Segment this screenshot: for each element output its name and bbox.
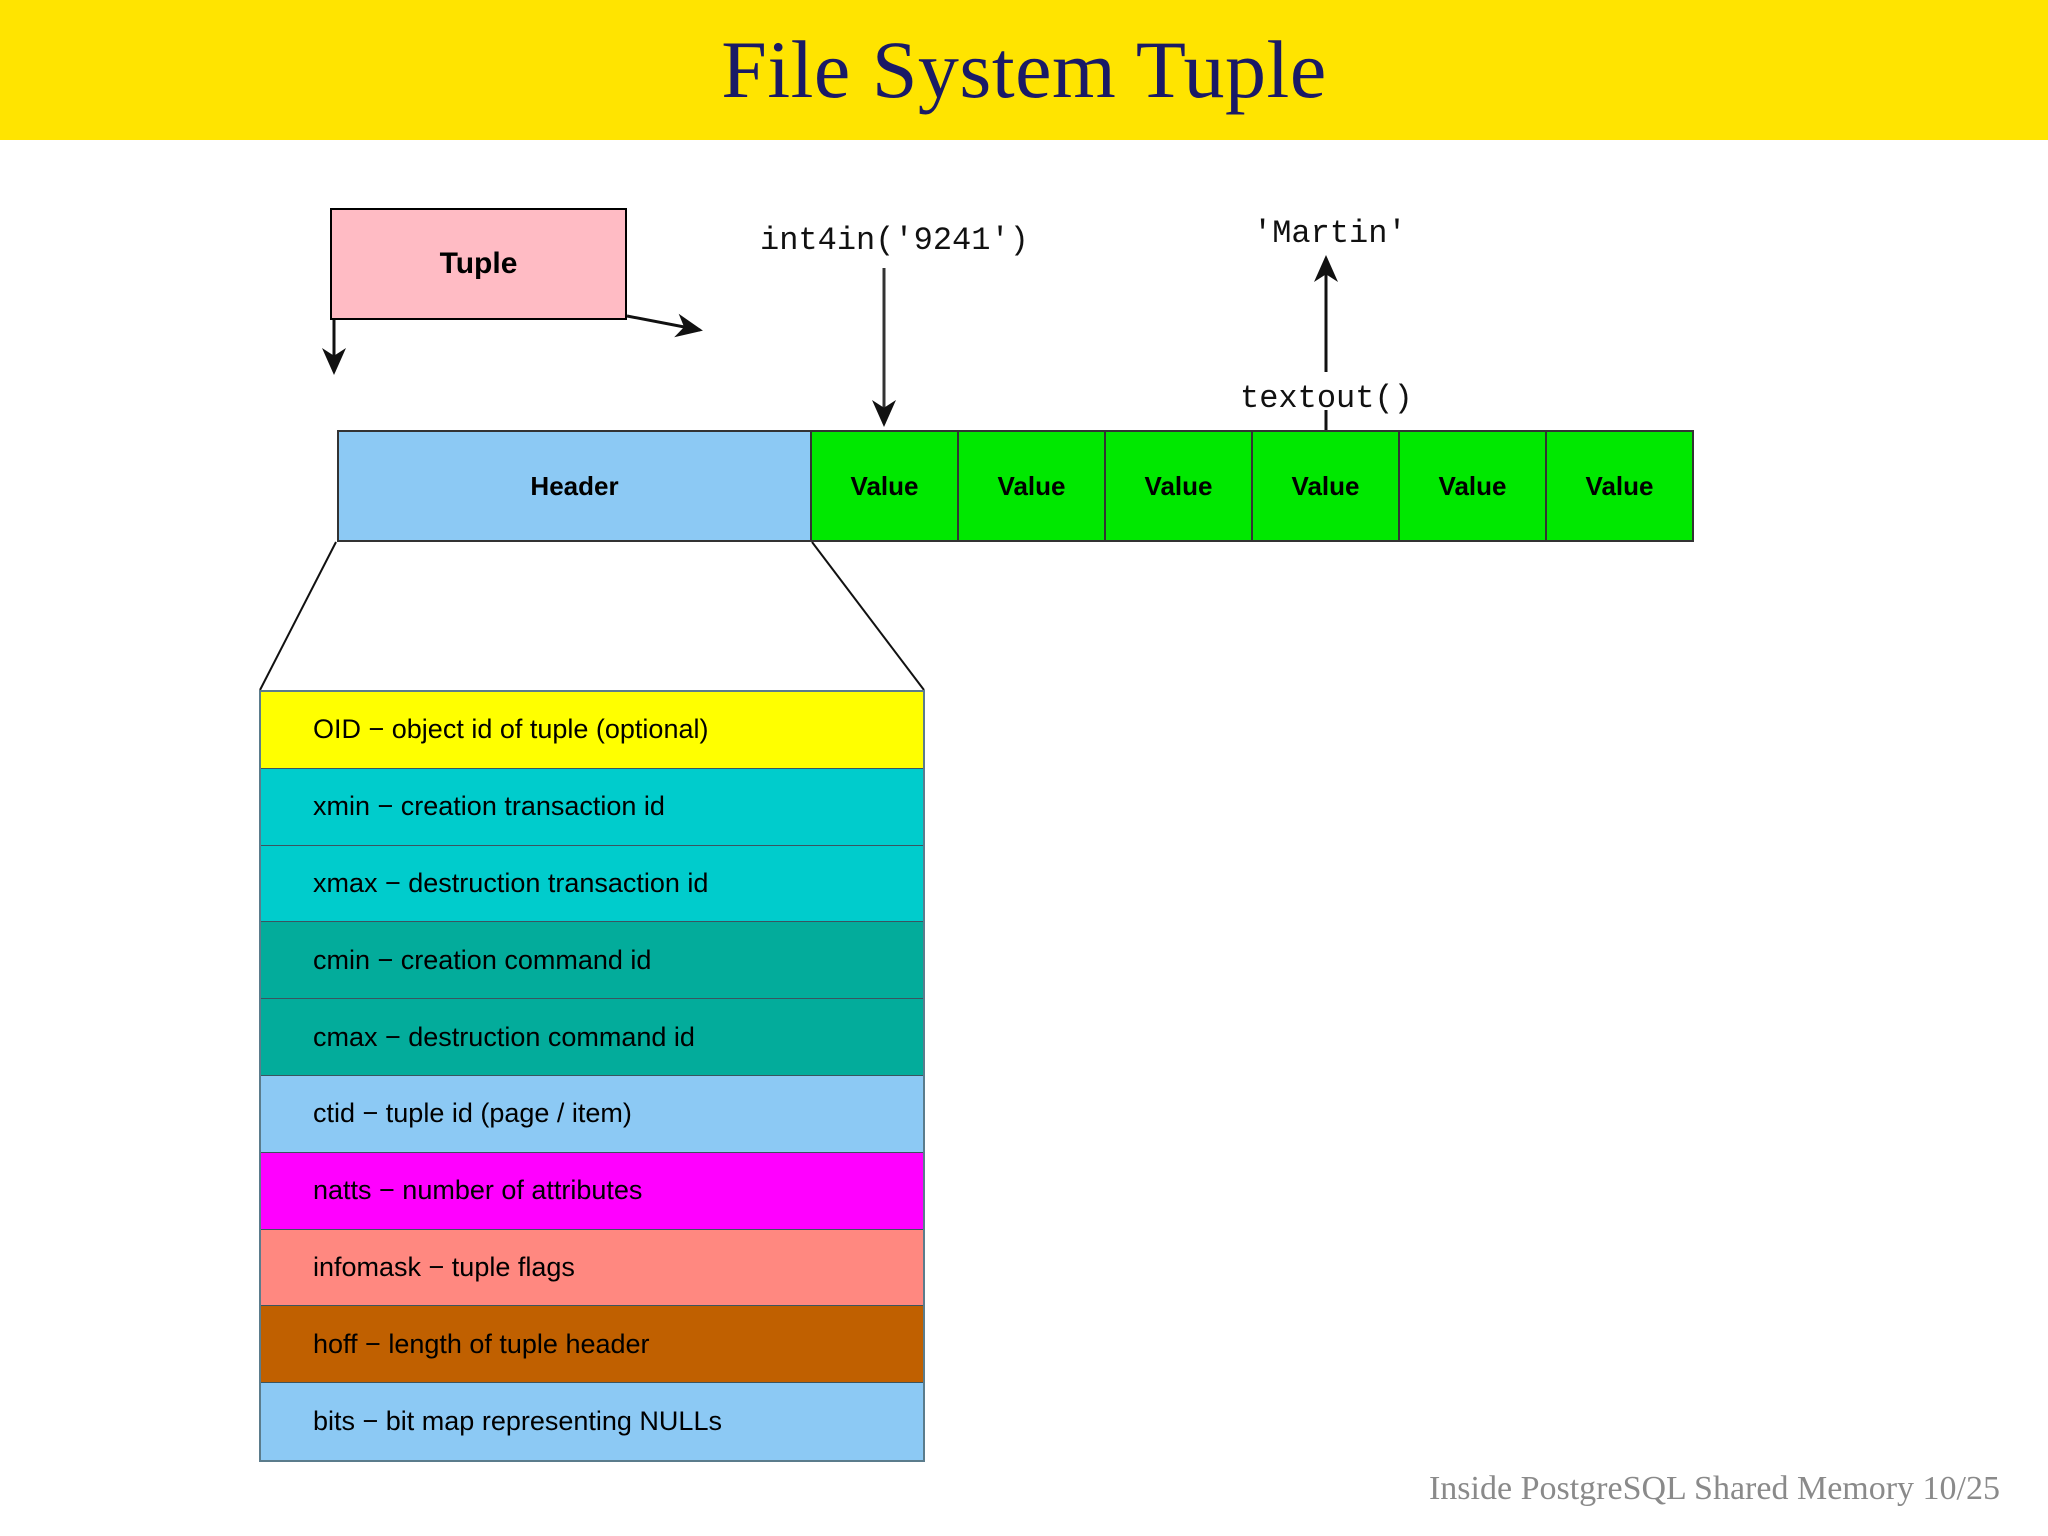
header-field-row: natts − number of attributes	[261, 1152, 923, 1230]
cell-label: Value	[1438, 470, 1507, 501]
header-field-label: xmin − creation transaction id	[313, 791, 665, 822]
header-field-row: xmax − destruction transaction id	[261, 845, 923, 923]
header-field-row: cmin − creation command id	[261, 922, 923, 1000]
tuple-callout-box: Tuple	[330, 208, 627, 320]
header-field-label: OID − object id of tuple (optional)	[313, 714, 709, 745]
tuple-value-cell-4: Value	[1251, 430, 1400, 542]
tuple-value-cell-2: Value	[957, 430, 1106, 542]
tuple-to-values-arrow	[626, 313, 703, 338]
header-expansion-leader-lines	[259, 541, 925, 691]
header-field-label: infomask − tuple flags	[313, 1251, 575, 1282]
cell-label: Value	[850, 470, 919, 501]
cell-label: Value	[997, 470, 1066, 501]
cell-label: Value	[1585, 470, 1654, 501]
cell-label: Value	[1291, 470, 1360, 501]
tuple-callout-label: Tuple	[439, 247, 518, 280]
header-field-label: hoff − length of tuple header	[313, 1328, 650, 1359]
annotation-textout: textout()	[1240, 380, 1413, 417]
slide-footer: Inside PostgreSQL Shared Memory 10/25	[1428, 1470, 2000, 1507]
header-field-label: natts − number of attributes	[313, 1175, 643, 1206]
tuple-value-cell-5: Value	[1398, 430, 1547, 542]
header-field-label: cmax − destruction command id	[313, 1021, 695, 1052]
tuple-value-cell-1: Value	[810, 430, 959, 542]
header-field-label: ctid − tuple id (page / item)	[313, 1098, 632, 1129]
page-title: File System Tuple	[721, 24, 1327, 115]
cell-label: Header	[530, 470, 619, 501]
tuple-value-cell-6: Value	[1545, 430, 1694, 542]
header-field-row: infomask − tuple flags	[261, 1229, 923, 1307]
tuple-value-cell-3: Value	[1104, 430, 1253, 542]
cell-label: Value	[1144, 470, 1213, 501]
header-field-row: OID − object id of tuple (optional)	[261, 692, 923, 769]
header-field-row: hoff − length of tuple header	[261, 1306, 923, 1384]
title-banner: File System Tuple	[0, 0, 2048, 140]
header-field-row: xmin − creation transaction id	[261, 768, 923, 846]
annotation-int4in: int4in('9241')	[760, 222, 1029, 259]
annotation-martin: 'Martin'	[1253, 215, 1407, 252]
tuple-header-detail-table: OID − object id of tuple (optional) xmin …	[259, 690, 925, 1462]
header-field-label: xmax − destruction transaction id	[313, 867, 709, 898]
tuple-header-cell: Header	[337, 430, 812, 542]
header-field-label: bits − bit map representing NULLs	[313, 1406, 722, 1437]
header-field-row: ctid − tuple id (page / item)	[261, 1075, 923, 1153]
header-field-label: cmin − creation command id	[313, 944, 652, 975]
header-field-row: bits − bit map representing NULLs	[261, 1383, 923, 1460]
header-field-row: cmax − destruction command id	[261, 999, 923, 1076]
tuple-layout-bar: Header Value Value Value Value Value Value	[337, 430, 1694, 542]
